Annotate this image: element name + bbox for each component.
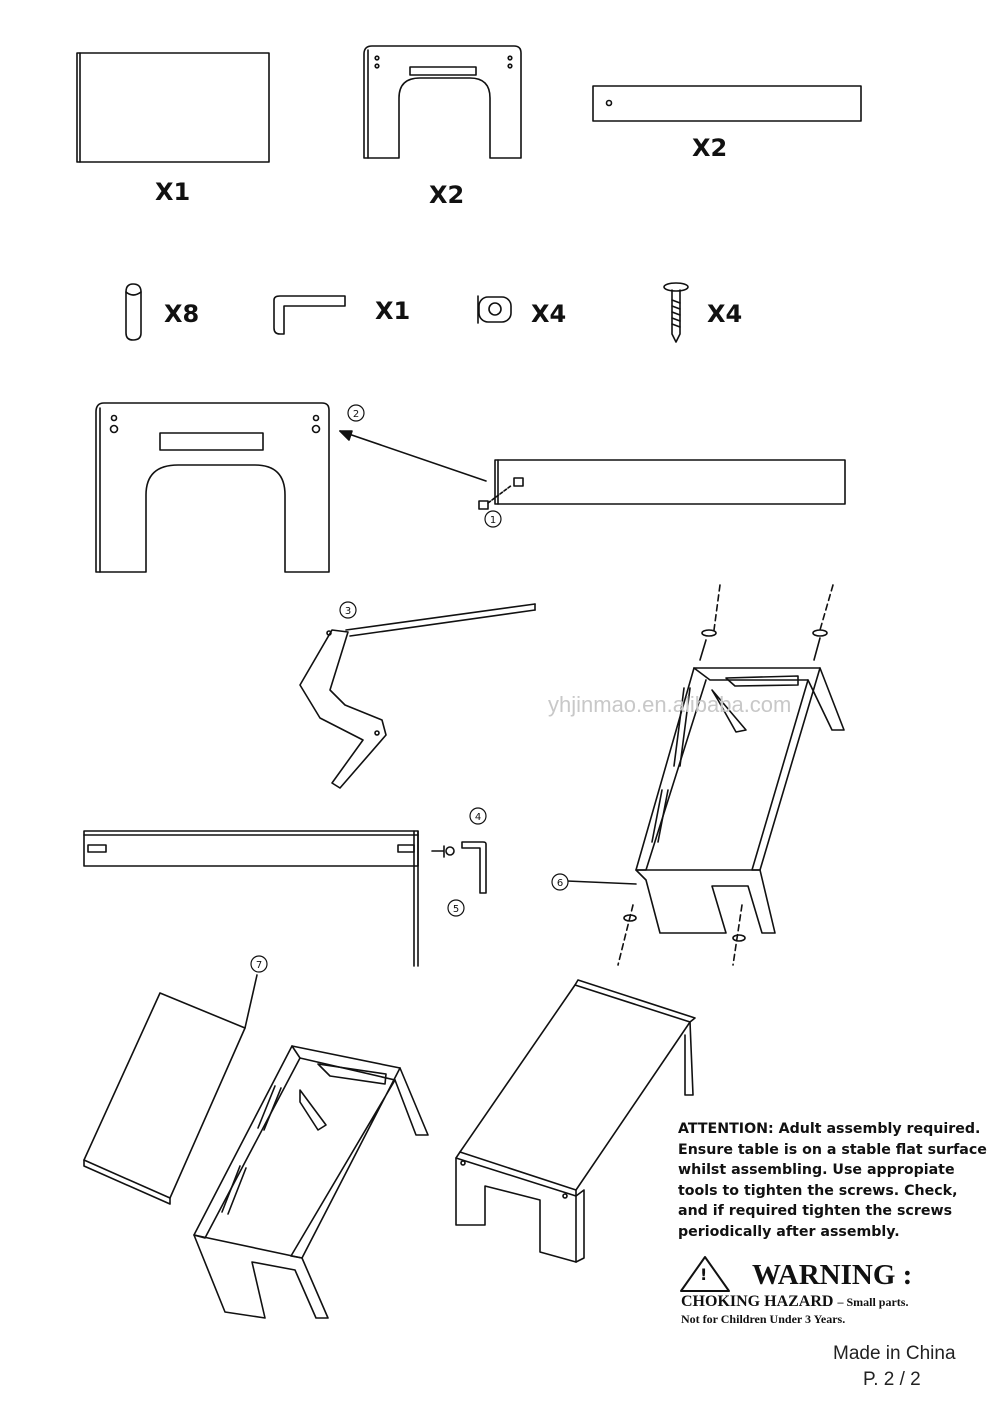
cam-nut-qty: X4 bbox=[531, 300, 567, 328]
wooden-dowel-icon bbox=[125, 283, 142, 341]
age-notice: Not for Children Under 3 Years. bbox=[681, 1312, 846, 1326]
part-tabletop-drawing bbox=[76, 52, 270, 163]
warning-symbol: ! bbox=[700, 1265, 708, 1284]
finished-table-drawing bbox=[455, 979, 696, 1263]
step-1-2-drawing bbox=[95, 402, 846, 573]
warning-title: WARNING : bbox=[752, 1259, 913, 1291]
step-6-drawing bbox=[566, 584, 845, 966]
step-3-drawing bbox=[299, 603, 536, 789]
warning-triangle-icon bbox=[680, 1256, 730, 1292]
bolt-icon bbox=[663, 282, 689, 343]
hazard-detail: – Small parts. bbox=[837, 1295, 909, 1309]
side-rail-qty: X2 bbox=[692, 134, 728, 162]
part-side-rail-drawing bbox=[592, 85, 862, 122]
allen-key-icon bbox=[273, 295, 346, 335]
bolt-qty: X4 bbox=[707, 300, 743, 328]
dowel-qty: X8 bbox=[164, 300, 200, 328]
step-7-drawing bbox=[83, 974, 429, 1319]
cam-nut-icon bbox=[477, 295, 512, 324]
part-end-panel-drawing bbox=[363, 45, 522, 159]
allen-key-qty: X1 bbox=[375, 297, 411, 325]
end-panel-qty: X2 bbox=[429, 181, 465, 209]
choking-hazard-line: CHOKING HAZARD – Small parts. bbox=[681, 1293, 908, 1311]
tabletop-qty: X1 bbox=[155, 178, 191, 206]
watermark: yhjinmao.en.alibaba.com bbox=[548, 692, 792, 717]
step-4-5-drawing bbox=[83, 830, 487, 967]
made-in-label: Made in China bbox=[833, 1343, 956, 1364]
hazard-label: CHOKING HAZARD bbox=[681, 1293, 834, 1310]
attention-notice: ATTENTION: Adult assembly required. Ensu… bbox=[678, 1121, 987, 1240]
page-number: P. 2 / 2 bbox=[863, 1369, 921, 1390]
